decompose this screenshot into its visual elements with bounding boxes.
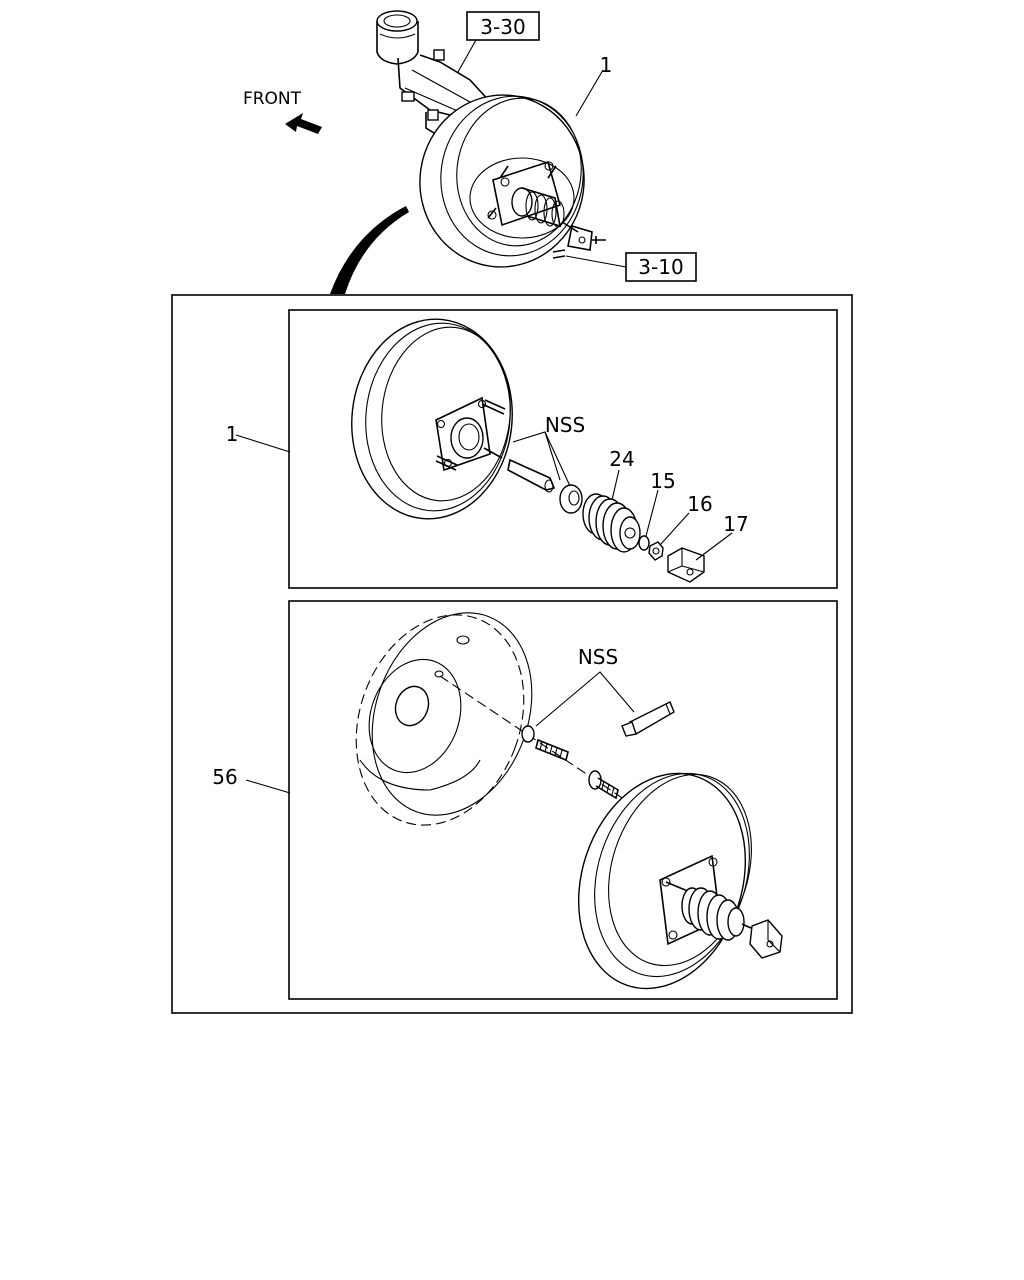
ref-3-10-label: 3-10 bbox=[638, 255, 683, 279]
front-label: FRONT bbox=[243, 89, 302, 109]
leader-17 bbox=[695, 532, 733, 561]
ref-box-3-30: 3-30 bbox=[466, 11, 540, 41]
brake-booster-top bbox=[419, 94, 606, 268]
nss-label-top: NSS bbox=[545, 413, 585, 437]
leader-16 bbox=[659, 512, 690, 546]
clevis-part-17 bbox=[667, 547, 705, 583]
ref-box-3-10: 3-10 bbox=[625, 252, 697, 282]
part-number-15: 15 bbox=[650, 469, 675, 493]
leader-top-1 bbox=[575, 69, 604, 117]
panel-booster-components: 1 NSS 24 15 16 17 bbox=[226, 309, 838, 589]
leader-24 bbox=[611, 469, 620, 501]
push-rod bbox=[507, 458, 556, 493]
panel1-part-number-1: 1 bbox=[226, 422, 239, 446]
boot-part-24 bbox=[582, 493, 641, 553]
part-number-24: 24 bbox=[609, 447, 634, 471]
stud-bolt bbox=[588, 770, 619, 800]
zoom-swoosh-arrow bbox=[330, 206, 409, 294]
leader-56 bbox=[245, 779, 291, 794]
nss-label-bottom: NSS bbox=[578, 645, 618, 669]
leader-15 bbox=[645, 489, 659, 537]
ref-3-30-label: 3-30 bbox=[480, 15, 525, 39]
outer-detail-frame bbox=[171, 294, 853, 1014]
leader-3-30 bbox=[457, 39, 477, 73]
part-number-17: 17 bbox=[723, 512, 748, 536]
part-number-16: 16 bbox=[687, 492, 712, 516]
reaction-disc bbox=[559, 484, 583, 514]
panel-booster-shell-seals: NSS 56 bbox=[212, 600, 838, 1000]
master-cylinder-reservoir bbox=[376, 10, 419, 65]
leader-3-10 bbox=[565, 255, 627, 268]
brake-booster-panel2 bbox=[577, 772, 783, 990]
brake-booster-panel1 bbox=[351, 318, 513, 520]
arrow-up-left-icon bbox=[285, 113, 322, 134]
grease-tube bbox=[621, 701, 675, 737]
leader-panel1-1 bbox=[235, 434, 291, 453]
top-assembly-illustration bbox=[330, 10, 627, 294]
ring-part-15 bbox=[638, 535, 650, 551]
seal-bolt bbox=[535, 738, 569, 762]
leader-nss-bottom bbox=[535, 671, 635, 727]
booster-rear-shell bbox=[355, 612, 533, 826]
part-number-56: 56 bbox=[212, 765, 237, 789]
o-ring bbox=[521, 725, 535, 743]
nut-part-16 bbox=[648, 541, 664, 561]
top-part-number-1: 1 bbox=[600, 53, 613, 77]
